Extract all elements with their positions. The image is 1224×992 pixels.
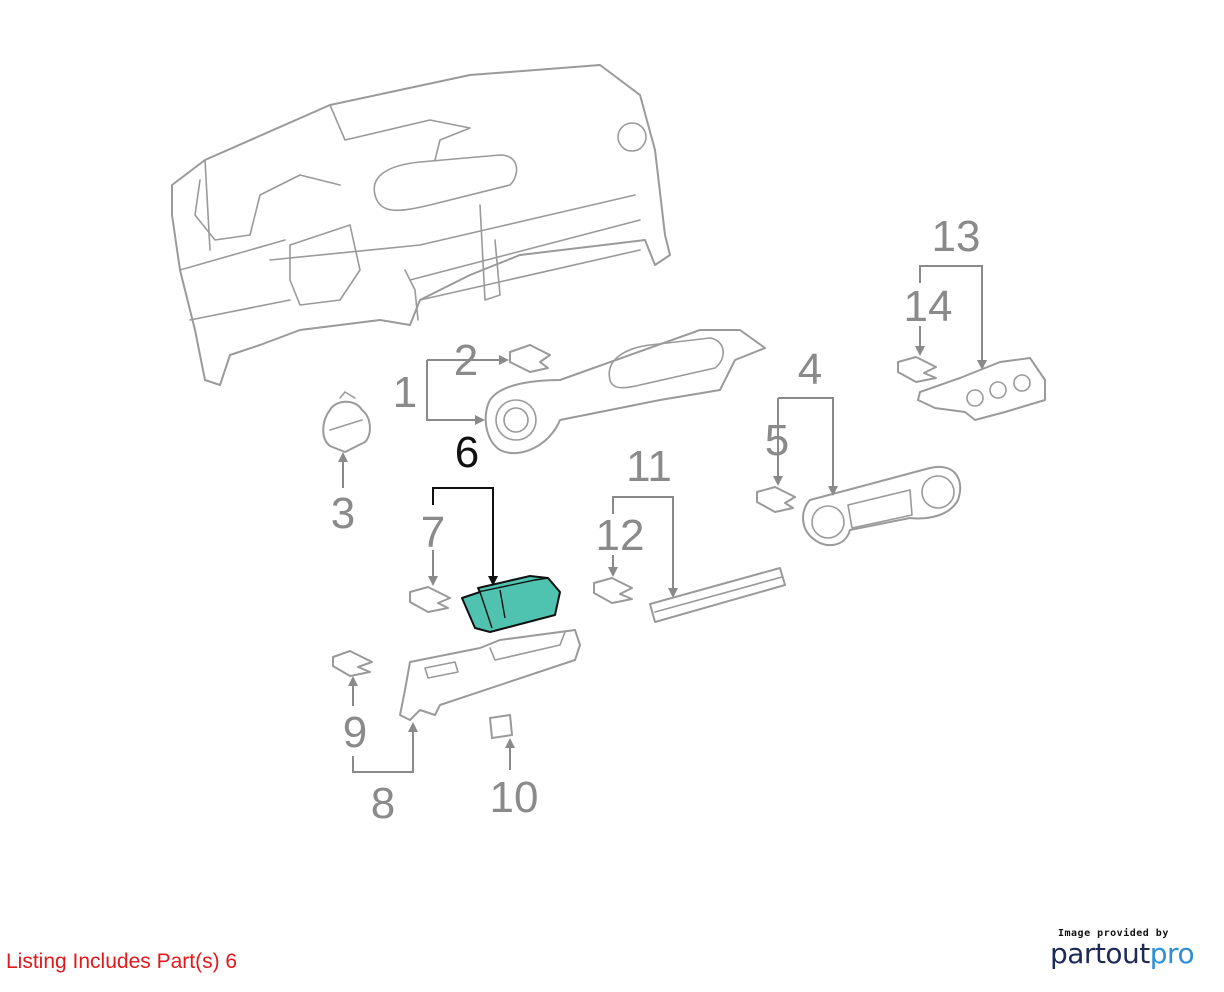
callout-9: 9 bbox=[343, 708, 367, 757]
part-1-bezel bbox=[484, 329, 766, 455]
callout-14: 14 bbox=[904, 282, 953, 331]
part-12-clip bbox=[593, 577, 633, 604]
callout-6: 6 bbox=[455, 428, 479, 477]
part-8-panel bbox=[399, 629, 581, 721]
callout-12: 12 bbox=[596, 511, 645, 560]
callout-11: 11 bbox=[626, 442, 672, 491]
part-10-clip bbox=[489, 714, 513, 739]
callout-7: 7 bbox=[421, 508, 445, 557]
part-4-bezel bbox=[802, 465, 962, 547]
logo-text-pro: pro bbox=[1149, 937, 1195, 970]
partoutpro-logo: partoutpro bbox=[1050, 939, 1210, 969]
part-2-clip bbox=[509, 344, 551, 373]
brand-caption: Image provided by bbox=[1058, 928, 1169, 939]
callout-5: 5 bbox=[765, 416, 789, 465]
leader-lines bbox=[338, 265, 987, 773]
callout-labels: 1 2 3 4 5 6 7 8 9 10 11 12 13 14 bbox=[331, 212, 981, 828]
logo-text-partout: partout bbox=[1050, 937, 1150, 970]
callout-4: 4 bbox=[798, 345, 822, 394]
part-14-clip bbox=[897, 356, 937, 383]
part-7-clip bbox=[409, 586, 451, 613]
callout-3: 3 bbox=[331, 489, 355, 538]
part-6-highlighted bbox=[461, 575, 561, 633]
callout-8: 8 bbox=[371, 779, 395, 828]
callout-10: 10 bbox=[490, 773, 539, 822]
part-3-socket bbox=[322, 391, 371, 453]
part-5-clip bbox=[756, 486, 796, 513]
part-9-clip bbox=[332, 650, 373, 677]
callout-2: 2 bbox=[454, 336, 478, 385]
partoutpro-brand: Image provided by partoutpro bbox=[1050, 928, 1210, 969]
callout-13: 13 bbox=[932, 212, 981, 261]
part-13-switch-panel bbox=[917, 357, 1046, 421]
listing-note: Listing Includes Part(s) 6 bbox=[6, 950, 238, 973]
callout-1: 1 bbox=[393, 368, 417, 417]
dashboard-panel bbox=[171, 64, 671, 386]
part-11-trim bbox=[649, 567, 786, 623]
